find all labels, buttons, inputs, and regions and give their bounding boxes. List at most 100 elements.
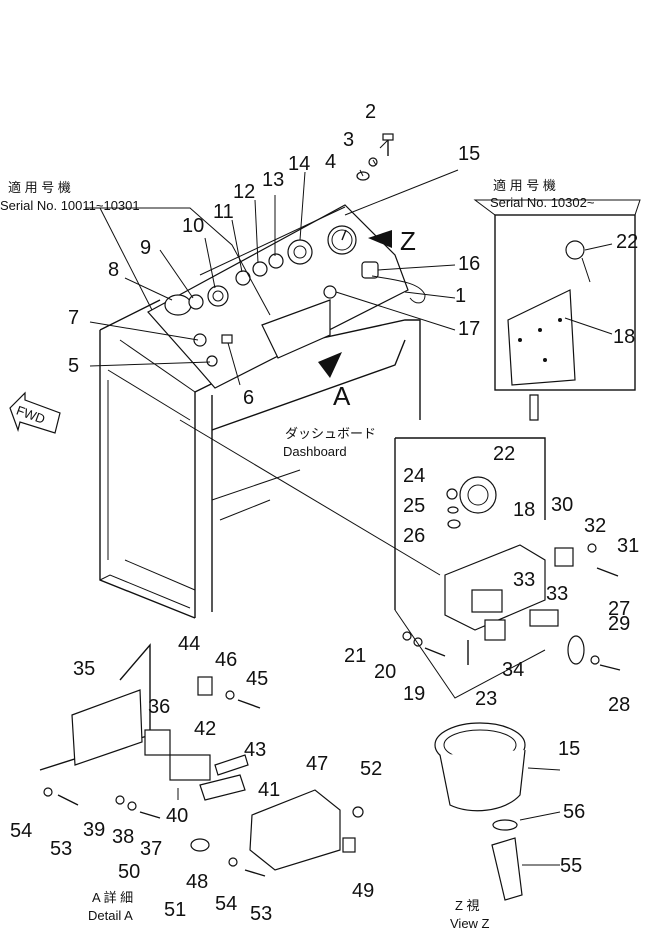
callout-18: 18 bbox=[513, 499, 535, 521]
serial-left-label: Serial No. 10011~10301 bbox=[0, 198, 140, 213]
bolt-6 bbox=[221, 334, 233, 344]
bracket-assembly bbox=[179, 419, 621, 699]
connector-33 bbox=[471, 589, 503, 613]
detail-a-label: Detail A bbox=[88, 908, 133, 923]
fuse-41 bbox=[199, 774, 246, 801]
inset-plate-18 bbox=[507, 289, 576, 386]
gauge-22 bbox=[459, 476, 497, 514]
serial-right-jp: 適 用 号 機 bbox=[493, 178, 556, 193]
callout-18: 18 bbox=[613, 326, 635, 348]
callout-20: 20 bbox=[374, 661, 396, 683]
callout-37: 37 bbox=[140, 838, 162, 860]
callout-49: 49 bbox=[352, 880, 374, 902]
label-49 bbox=[342, 837, 356, 853]
lamp-11 bbox=[235, 270, 251, 286]
callout-54: 54 bbox=[215, 893, 237, 915]
bolt-31 bbox=[596, 567, 619, 577]
washer-54 bbox=[43, 787, 53, 797]
view-z-jp: Z 視 bbox=[455, 898, 480, 913]
fwd-arrow bbox=[9, 391, 61, 434]
callout-52: 52 bbox=[360, 758, 382, 780]
callout-2: 2 bbox=[365, 101, 376, 123]
bracket-18 bbox=[444, 544, 546, 631]
callout-24: 24 bbox=[403, 465, 425, 487]
panel-leaders bbox=[85, 139, 459, 386]
callout-34: 34 bbox=[502, 659, 524, 681]
callout-10: 10 bbox=[182, 215, 204, 237]
instrument-panel bbox=[147, 133, 426, 389]
callout-45: 45 bbox=[246, 668, 268, 690]
view-a-letter: A bbox=[333, 381, 351, 411]
callout-36: 36 bbox=[148, 696, 170, 718]
callout-28: 28 bbox=[608, 694, 630, 716]
bolt-2 bbox=[382, 133, 394, 156]
switch-7 bbox=[193, 333, 207, 347]
connector-48 bbox=[190, 838, 210, 852]
bracket-44 bbox=[197, 676, 213, 696]
washer-21 bbox=[402, 631, 412, 641]
washer-54b bbox=[228, 857, 238, 867]
switch-17 bbox=[323, 285, 337, 299]
callout-15: 15 bbox=[558, 738, 580, 760]
callout-3: 3 bbox=[343, 129, 354, 151]
callout-6: 6 bbox=[243, 387, 254, 409]
callout-55: 55 bbox=[560, 855, 582, 877]
callout-33: 33 bbox=[546, 583, 568, 605]
bolt-28 bbox=[599, 664, 621, 671]
callout-31: 31 bbox=[617, 535, 639, 557]
callout-53: 53 bbox=[250, 903, 272, 925]
callout-11: 11 bbox=[213, 201, 234, 223]
cover bbox=[261, 299, 331, 359]
inset-gauge-22 bbox=[565, 240, 585, 260]
o-ring-56 bbox=[492, 819, 518, 831]
bolt-53b bbox=[244, 869, 266, 877]
view-z-label: View Z bbox=[450, 916, 490, 931]
washer-32 bbox=[587, 543, 597, 553]
dashboard-jp: ダッシュボード bbox=[285, 426, 376, 441]
nut-24 bbox=[446, 488, 458, 500]
callout-51: 51 bbox=[164, 899, 186, 921]
bolt-19 bbox=[424, 647, 446, 657]
gauge-14 bbox=[287, 239, 313, 265]
screw-5 bbox=[206, 355, 218, 367]
bolt-45 bbox=[237, 699, 261, 709]
callout-40: 40 bbox=[166, 805, 188, 827]
callout-19: 19 bbox=[403, 683, 425, 705]
dashboard-label: Dashboard bbox=[283, 444, 347, 459]
callout-26: 26 bbox=[403, 525, 425, 547]
callout-33: 33 bbox=[513, 569, 535, 591]
relay-30 bbox=[554, 547, 574, 567]
callout-5: 5 bbox=[68, 355, 79, 377]
lamp-13 bbox=[268, 253, 284, 269]
switch-36 bbox=[144, 729, 171, 756]
callout-25: 25 bbox=[403, 495, 425, 517]
callout-32: 32 bbox=[584, 515, 606, 537]
callout-29: 29 bbox=[608, 613, 630, 635]
callout-38: 38 bbox=[112, 826, 134, 848]
washer-26 bbox=[447, 519, 461, 529]
callout-48: 48 bbox=[186, 871, 208, 893]
callout-27: 27 bbox=[608, 598, 630, 620]
callout-42: 42 bbox=[194, 718, 216, 740]
callout-22: 22 bbox=[493, 443, 515, 465]
inset-serial-10302 bbox=[473, 199, 641, 421]
callout-39: 39 bbox=[83, 819, 105, 841]
callout-4: 4 bbox=[325, 151, 336, 173]
serial-right-label: Serial No. 10302~ bbox=[490, 195, 595, 210]
callout-43: 43 bbox=[244, 739, 266, 761]
callout-35: 35 bbox=[73, 658, 95, 680]
key-9 bbox=[188, 294, 204, 310]
relay-42 bbox=[169, 754, 211, 781]
washer-46 bbox=[225, 690, 235, 700]
callout-8: 8 bbox=[108, 259, 119, 281]
detail-a bbox=[39, 643, 364, 877]
plate-35 bbox=[71, 689, 143, 766]
callout-30: 30 bbox=[551, 494, 573, 516]
callout-53: 53 bbox=[50, 838, 72, 860]
callout-56: 56 bbox=[563, 801, 585, 823]
nut-52 bbox=[352, 806, 364, 818]
washer-39 bbox=[115, 795, 125, 805]
arrow-a bbox=[318, 352, 342, 378]
inset-arrow-up bbox=[529, 394, 539, 421]
